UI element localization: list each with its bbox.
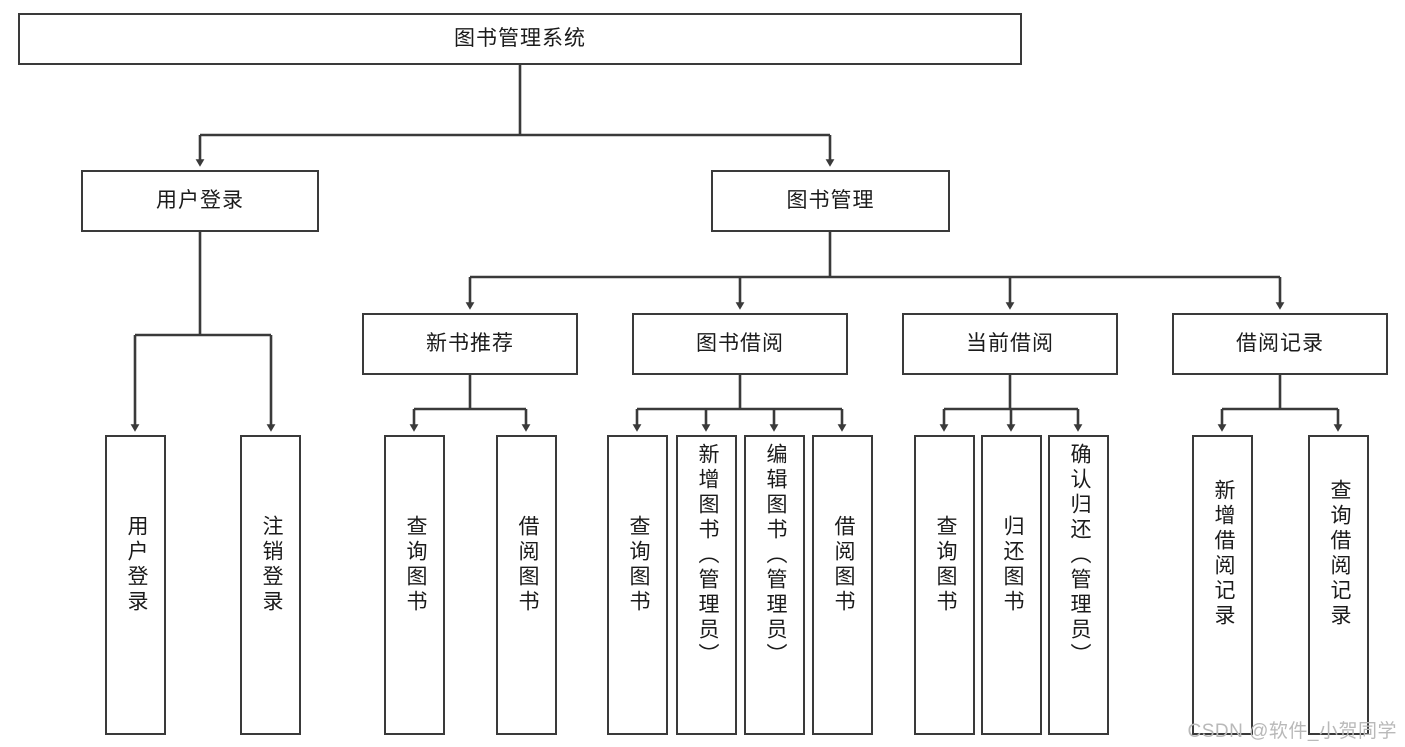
node-label: 借阅记录 bbox=[1236, 332, 1324, 356]
node-borrow-record[interactable]: 借阅记录 bbox=[1172, 313, 1388, 375]
node-user-login[interactable]: 用户登录 bbox=[81, 170, 319, 232]
leaf-edit-book-admin[interactable]: 编辑图书（管理员） bbox=[744, 435, 805, 735]
leaf-logout-login[interactable]: 注销登录 bbox=[240, 435, 301, 735]
leaf-query-book-borrow[interactable]: 查询图书 bbox=[607, 435, 668, 735]
leaf-add-borrow-record[interactable]: 新增借阅记录 bbox=[1192, 435, 1253, 735]
node-label: 图书借阅 bbox=[696, 332, 784, 356]
node-current-borrow[interactable]: 当前借阅 bbox=[902, 313, 1118, 375]
node-label: 编辑图书（管理员） bbox=[763, 443, 787, 668]
csdn-watermark: CSDN @软件_小贺同学 bbox=[1187, 721, 1397, 742]
node-label: 查询图书 bbox=[403, 515, 427, 615]
leaf-confirm-return-admin[interactable]: 确认归还（管理员） bbox=[1048, 435, 1109, 735]
node-new-book-recommendation[interactable]: 新书推荐 bbox=[362, 313, 578, 375]
leaf-query-book-new-rec[interactable]: 查询图书 bbox=[384, 435, 445, 735]
node-label: 图书管理系统 bbox=[454, 27, 586, 51]
node-label: 新增借阅记录 bbox=[1211, 479, 1235, 629]
node-label: 当前借阅 bbox=[966, 332, 1054, 356]
node-label: 确认归还（管理员） bbox=[1067, 443, 1091, 668]
node-book-manage[interactable]: 图书管理 bbox=[711, 170, 950, 232]
node-label: 查询图书 bbox=[933, 515, 957, 615]
leaf-query-book-current[interactable]: 查询图书 bbox=[914, 435, 975, 735]
leaf-borrow-book-new-rec[interactable]: 借阅图书 bbox=[496, 435, 557, 735]
leaf-user-login[interactable]: 用户登录 bbox=[105, 435, 166, 735]
node-label: 注销登录 bbox=[259, 515, 283, 615]
node-label: 借阅图书 bbox=[831, 515, 855, 615]
node-book-borrow[interactable]: 图书借阅 bbox=[632, 313, 848, 375]
node-label: 查询借阅记录 bbox=[1327, 479, 1351, 629]
node-label: 新增图书（管理员） bbox=[695, 443, 719, 668]
node-label: 图书管理 bbox=[786, 189, 875, 213]
node-label: 用户登录 bbox=[124, 515, 148, 615]
leaf-return-book[interactable]: 归还图书 bbox=[981, 435, 1042, 735]
leaf-query-borrow-record[interactable]: 查询借阅记录 bbox=[1308, 435, 1369, 735]
node-label: 归还图书 bbox=[1000, 515, 1024, 615]
node-label: 用户登录 bbox=[156, 189, 244, 213]
node-label: 查询图书 bbox=[626, 515, 650, 615]
node-label: 新书推荐 bbox=[426, 332, 514, 356]
leaf-borrow-book-borrow[interactable]: 借阅图书 bbox=[812, 435, 873, 735]
node-label: 借阅图书 bbox=[515, 515, 539, 615]
leaf-add-book-admin[interactable]: 新增图书（管理员） bbox=[676, 435, 737, 735]
node-root-book-management-system[interactable]: 图书管理系统 bbox=[18, 13, 1022, 65]
